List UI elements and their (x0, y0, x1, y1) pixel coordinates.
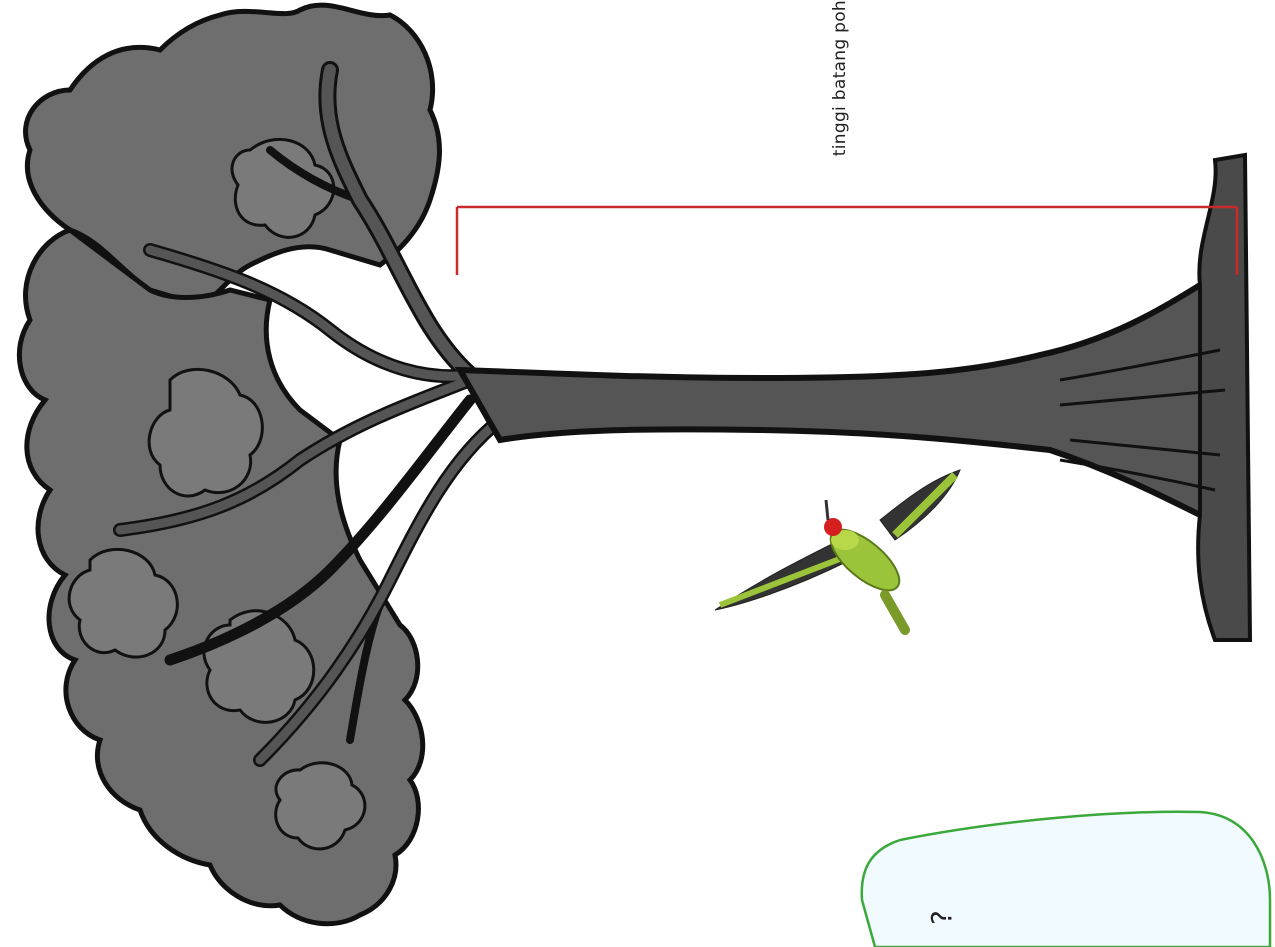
measure-label-text: tinggi batang poh (830, 0, 850, 156)
measure-label: tinggi batang poh (820, 0, 860, 200)
tree-roots (1198, 155, 1250, 640)
bubble-question-mark: ? (925, 910, 958, 925)
speech-bubble (862, 812, 1270, 947)
woodpecker-illustration (715, 470, 960, 630)
height-bracket (457, 207, 1237, 275)
